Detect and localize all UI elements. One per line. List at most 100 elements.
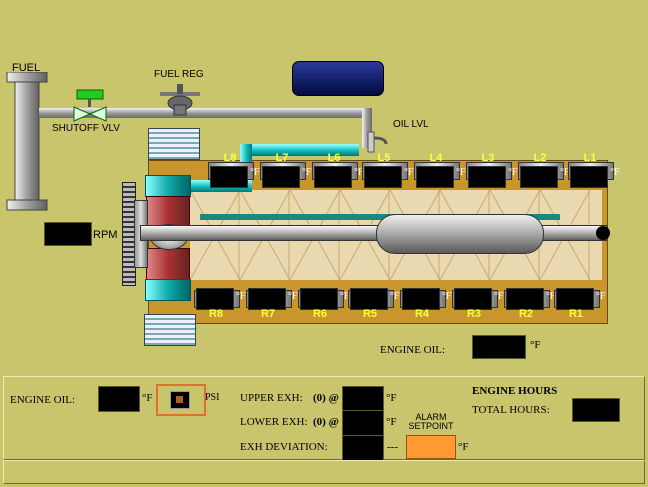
cylinder-unit: °F [302, 167, 312, 178]
fuel-line [39, 108, 369, 118]
cylinder-unit: °F [494, 291, 504, 302]
alarm-setpoint-input[interactable] [406, 435, 456, 459]
turbo-lower [146, 248, 190, 280]
cylinder-label-l8: L8 [223, 152, 237, 164]
oil-filter-bottom-icon [144, 314, 196, 346]
cylinder-unit: °F [354, 167, 364, 178]
cylinder-temp-r7 [248, 288, 286, 310]
cylinder-unit: °F [390, 291, 400, 302]
total-hours-label: TOTAL HOURS: [472, 404, 550, 416]
cylinder-label-r2: R2 [518, 308, 534, 320]
exh-deviation-display [342, 435, 384, 461]
coolant-pipe-top [244, 144, 359, 156]
total-hours-display [572, 398, 620, 422]
psi-label: PSI [205, 392, 220, 403]
cylinder-label-r4: R4 [414, 308, 430, 320]
alarm-setpoint-label: ALARM SETPOINT [408, 412, 454, 431]
cylinder-unit: °F [610, 167, 620, 178]
cylinder-label-l1: L1 [583, 152, 597, 164]
cylinder-temp-r6 [300, 288, 338, 310]
turbo-top [145, 175, 191, 197]
alarm-setpoint-unit: °F [458, 441, 469, 453]
cylinder-unit: °F [404, 167, 414, 178]
cylinder-temp-l5 [364, 166, 402, 188]
cylinder-label-r8: R8 [208, 308, 224, 320]
status-panel [292, 61, 384, 96]
cylinder-temp-l1 [570, 166, 608, 188]
fuel-tank [6, 72, 48, 211]
upper-exh-index: (0) @ [313, 392, 339, 404]
cylinder-label-l7: L7 [275, 152, 289, 164]
exh-deviation-label: EXH DEVIATION: [240, 441, 328, 453]
lower-exh-label: LOWER EXH: [240, 416, 308, 428]
cylinder-unit: °F [250, 167, 260, 178]
cylinder-unit: °F [288, 291, 298, 302]
cylinder-temp-r2 [506, 288, 544, 310]
engine-oil-main-label: ENGINE OIL: [380, 344, 446, 356]
cylinder-unit: °F [546, 291, 556, 302]
cylinder-label-r7: R7 [260, 308, 276, 320]
cylinder-temp-l3 [468, 166, 506, 188]
oil-sump [376, 214, 544, 254]
rpm-display [44, 222, 92, 246]
cylinder-temp-l7 [262, 166, 300, 188]
engine-oil-panel-label: ENGINE OIL: [10, 394, 76, 406]
cylinder-unit: °F [236, 291, 246, 302]
cylinder-unit: °F [456, 167, 466, 178]
exh-deviation-dashes: --- [387, 441, 398, 453]
fuel-line-down [362, 108, 372, 148]
engine-oil-temp-display [98, 386, 140, 412]
engine-oil-main-unit: °F [530, 339, 541, 351]
shutoff-valve-label: SHUTOFF VLV [52, 123, 120, 134]
cylinder-temp-l6 [314, 166, 352, 188]
cylinder-unit: °F [560, 167, 570, 178]
fuel-reg-label: FUEL REG [154, 69, 204, 80]
cylinder-label-r6: R6 [312, 308, 328, 320]
cylinder-unit: °F [596, 291, 606, 302]
cylinder-label-l5: L5 [377, 152, 391, 164]
cylinder-temp-r8 [196, 288, 234, 310]
cylinder-label-l4: L4 [429, 152, 443, 164]
engine-oil-temp-unit: °F [142, 392, 153, 404]
cylinder-temp-r1 [556, 288, 594, 310]
lower-exh-display [342, 410, 384, 436]
info-panel [3, 376, 645, 460]
rpm-label: RPM [93, 229, 118, 241]
cylinder-temp-r4 [402, 288, 440, 310]
cylinder-temp-l2 [520, 166, 558, 188]
cylinder-temp-r3 [454, 288, 492, 310]
oil-level-gauge [367, 131, 388, 153]
oil-level-label: OIL LVL [393, 119, 429, 130]
engine-oil-main-display [472, 335, 526, 359]
fuel-label: FUEL [12, 62, 41, 74]
lower-exh-unit: °F [386, 416, 397, 428]
oil-pressure-indicator [176, 396, 183, 403]
oil-pressure-select[interactable] [156, 384, 206, 416]
cylinder-temp-l8 [210, 166, 248, 188]
lower-exh-index: (0) @ [313, 416, 339, 428]
valve-icon[interactable] [70, 88, 112, 122]
oil-pressure-display [170, 391, 190, 409]
coolant-rail [200, 214, 560, 220]
cylinder-unit: °F [508, 167, 518, 178]
cylinder-label-r1: R1 [568, 308, 584, 320]
upper-exh-label: UPPER EXH: [240, 392, 303, 404]
upper-exh-unit: °F [386, 392, 397, 404]
cylinder-label-l2: L2 [533, 152, 547, 164]
status-bar [3, 460, 645, 484]
oil-filter-icon [148, 128, 200, 160]
cylinder-label-r5: R5 [362, 308, 378, 320]
engine-hours-title: ENGINE HOURS [472, 385, 558, 397]
cylinder-label-l3: L3 [481, 152, 495, 164]
regulator-icon[interactable] [158, 81, 202, 117]
cylinder-unit: °F [442, 291, 452, 302]
cylinder-unit: °F [340, 291, 350, 302]
turbo-bottom [145, 279, 191, 301]
cylinder-temp-l4 [416, 166, 454, 188]
cylinder-label-l6: L6 [327, 152, 341, 164]
cylinder-temp-r5 [350, 288, 388, 310]
cylinder-label-r3: R3 [466, 308, 482, 320]
crank-end [596, 226, 610, 240]
upper-exh-display [342, 386, 384, 412]
